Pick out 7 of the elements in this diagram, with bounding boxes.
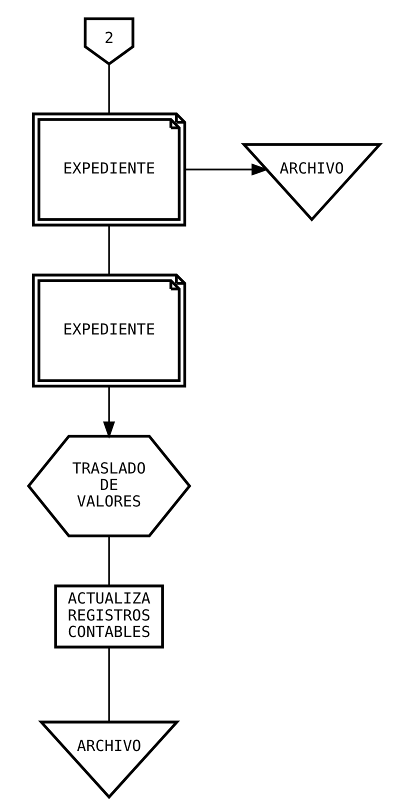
- connector: [108, 648, 110, 722]
- connector: [108, 536, 110, 586]
- node-box: ACTUALIZA REGISTROS CONTABLES: [54, 584, 164, 648]
- connector: [108, 225, 110, 275]
- arrow: [184, 163, 268, 176]
- arrow: [102, 386, 115, 439]
- connector: [108, 64, 110, 114]
